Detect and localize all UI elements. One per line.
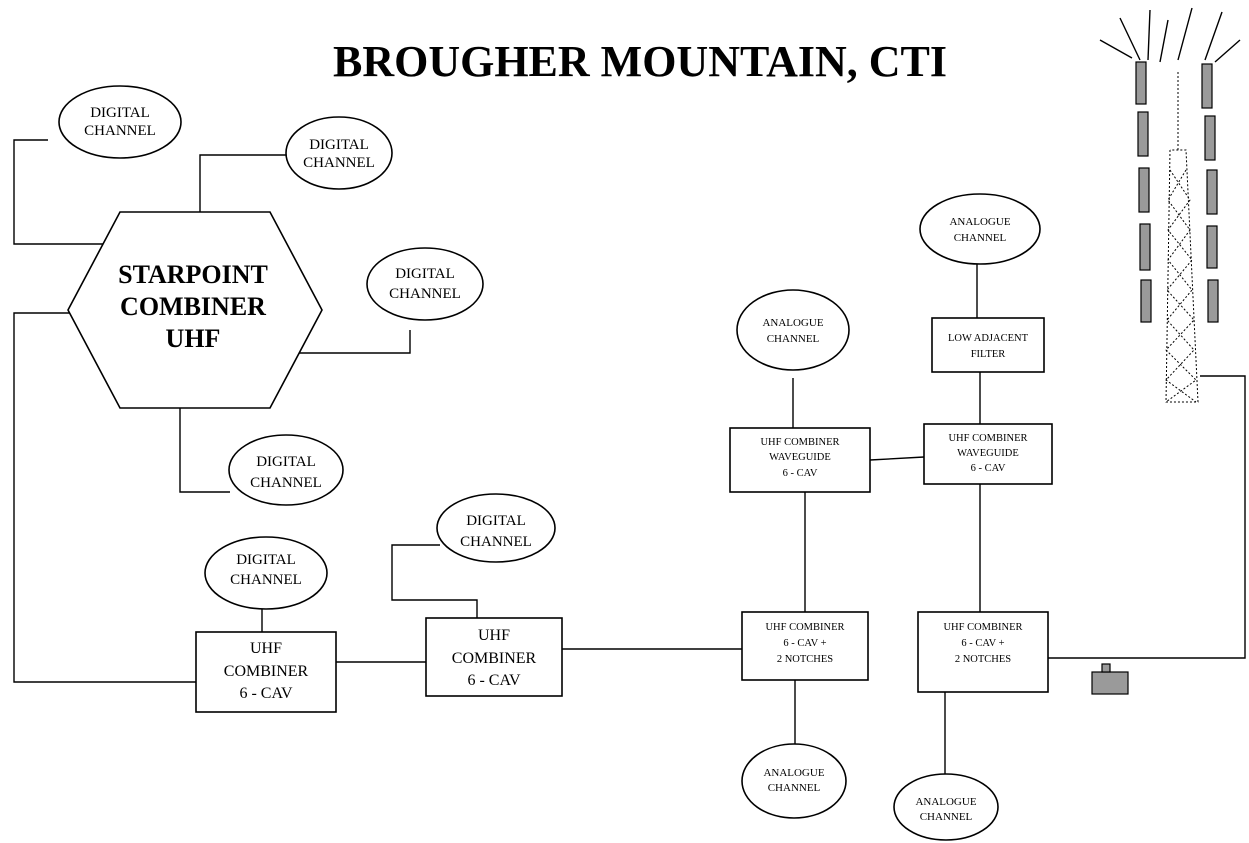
svg-text:CHANNEL: CHANNEL (303, 155, 375, 171)
svg-text:DIGITAL: DIGITAL (395, 266, 455, 282)
svg-text:DIGITAL: DIGITAL (90, 105, 150, 121)
svg-text:6 - CAV: 6 - CAV (239, 685, 292, 702)
wire-digital-4 (179, 405, 230, 493)
svg-text:UHF COMBINER: UHF COMBINER (760, 437, 839, 448)
wire-digital-2 (199, 154, 288, 212)
connection-wires (13, 139, 1246, 790)
svg-text:CHANNEL: CHANNEL (954, 232, 1007, 244)
svg-text:DIGITAL: DIGITAL (466, 513, 526, 529)
analogue-channel-4: ANALOGUE CHANNEL (893, 773, 999, 841)
svg-text:DIGITAL: DIGITAL (309, 137, 369, 153)
svg-text:CHANNEL: CHANNEL (460, 534, 532, 550)
digital-channel-4: DIGITAL CHANNEL (228, 434, 344, 506)
diagram-title: BROUGHER MOUNTAIN, CTI (333, 37, 947, 86)
analogue-channel-3: ANALOGUE CHANNEL (741, 743, 847, 819)
svg-text:ANALOGUE: ANALOGUE (763, 767, 824, 779)
starpoint-combiner: STARPOINT COMBINER UHF (67, 211, 323, 409)
svg-text:6 - CAV: 6 - CAV (971, 463, 1006, 474)
building-icon (1091, 663, 1129, 695)
svg-text:WAVEGUIDE: WAVEGUIDE (769, 452, 831, 463)
svg-text:ANALOGUE: ANALOGUE (949, 216, 1010, 228)
svg-text:CHANNEL: CHANNEL (767, 333, 820, 345)
wire-notch-b-to-antenna (1048, 375, 1246, 659)
svg-text:FILTER: FILTER (971, 349, 1006, 360)
uhf-combiner-box-a: UHF COMBINER 6 - CAV (195, 631, 337, 713)
waveguide-combiner-box-a: UHF COMBINER WAVEGUIDE 6 - CAV (729, 427, 871, 493)
svg-text:ANALOGUE: ANALOGUE (762, 317, 823, 329)
svg-text:DIGITAL: DIGITAL (236, 552, 296, 568)
svg-text:UHF COMBINER: UHF COMBINER (943, 622, 1022, 633)
uhf-combiner-box-b: UHF COMBINER 6 - CAV (425, 617, 563, 697)
svg-text:UHF: UHF (478, 627, 510, 644)
svg-text:6 - CAV: 6 - CAV (783, 468, 818, 479)
analogue-channel-1: ANALOGUE CHANNEL (736, 289, 850, 371)
svg-text:WAVEGUIDE: WAVEGUIDE (957, 448, 1019, 459)
starpoint-hexagon (67, 211, 323, 409)
notch-combiner-box-b: UHF COMBINER 6 - CAV + 2 NOTCHES (917, 611, 1049, 693)
svg-text:CHANNEL: CHANNEL (250, 475, 322, 491)
digital-channel-1: DIGITAL CHANNEL (58, 85, 182, 159)
starpoint-label-line2: COMBINER (120, 292, 266, 321)
svg-text:DIGITAL: DIGITAL (256, 454, 316, 470)
wire-digital-1 (13, 139, 118, 245)
svg-text:UHF: UHF (250, 640, 282, 657)
starpoint-label-line3: UHF (166, 324, 221, 353)
digital-channel-3: DIGITAL CHANNEL (366, 247, 484, 321)
digital-channel-2: DIGITAL CHANNEL (285, 116, 393, 190)
analogue-channel-2: ANALOGUE CHANNEL (919, 193, 1041, 265)
antenna-tower-icon (1099, 7, 1241, 403)
wire-digital-6 (391, 544, 478, 618)
svg-text:6 - CAV +: 6 - CAV + (961, 638, 1004, 649)
starpoint-label-line1: STARPOINT (118, 260, 268, 289)
svg-text:LOW ADJACENT: LOW ADJACENT (948, 333, 1029, 344)
svg-text:6 - CAV +: 6 - CAV + (783, 638, 826, 649)
digital-channel-5: DIGITAL CHANNEL (204, 536, 328, 610)
svg-text:2 NOTCHES: 2 NOTCHES (777, 654, 833, 665)
wire-waveguide-a-to-b (869, 456, 925, 461)
notch-combiner-box-a: UHF COMBINER 6 - CAV + 2 NOTCHES (741, 611, 869, 681)
low-adjacent-filter-box: LOW ADJACENT FILTER (931, 317, 1045, 373)
wire-digital-3 (290, 330, 411, 354)
svg-text:CHANNEL: CHANNEL (768, 782, 821, 794)
svg-text:UHF COMBINER: UHF COMBINER (948, 433, 1027, 444)
svg-text:CHANNEL: CHANNEL (920, 811, 973, 823)
svg-text:CHANNEL: CHANNEL (389, 286, 461, 302)
svg-text:UHF COMBINER: UHF COMBINER (765, 622, 844, 633)
digital-channel-6: DIGITAL CHANNEL (436, 493, 556, 563)
waveguide-combiner-box-b: UHF COMBINER WAVEGUIDE 6 - CAV (923, 423, 1053, 485)
svg-text:CHANNEL: CHANNEL (84, 123, 156, 139)
svg-text:ANALOGUE: ANALOGUE (915, 796, 976, 808)
wire-starpoint-to-combiner-a (13, 312, 196, 683)
svg-text:6 - CAV: 6 - CAV (467, 672, 520, 689)
svg-text:CHANNEL: CHANNEL (230, 572, 302, 588)
svg-text:2 NOTCHES: 2 NOTCHES (955, 654, 1011, 665)
svg-text:COMBINER: COMBINER (452, 650, 537, 667)
svg-text:COMBINER: COMBINER (224, 663, 309, 680)
